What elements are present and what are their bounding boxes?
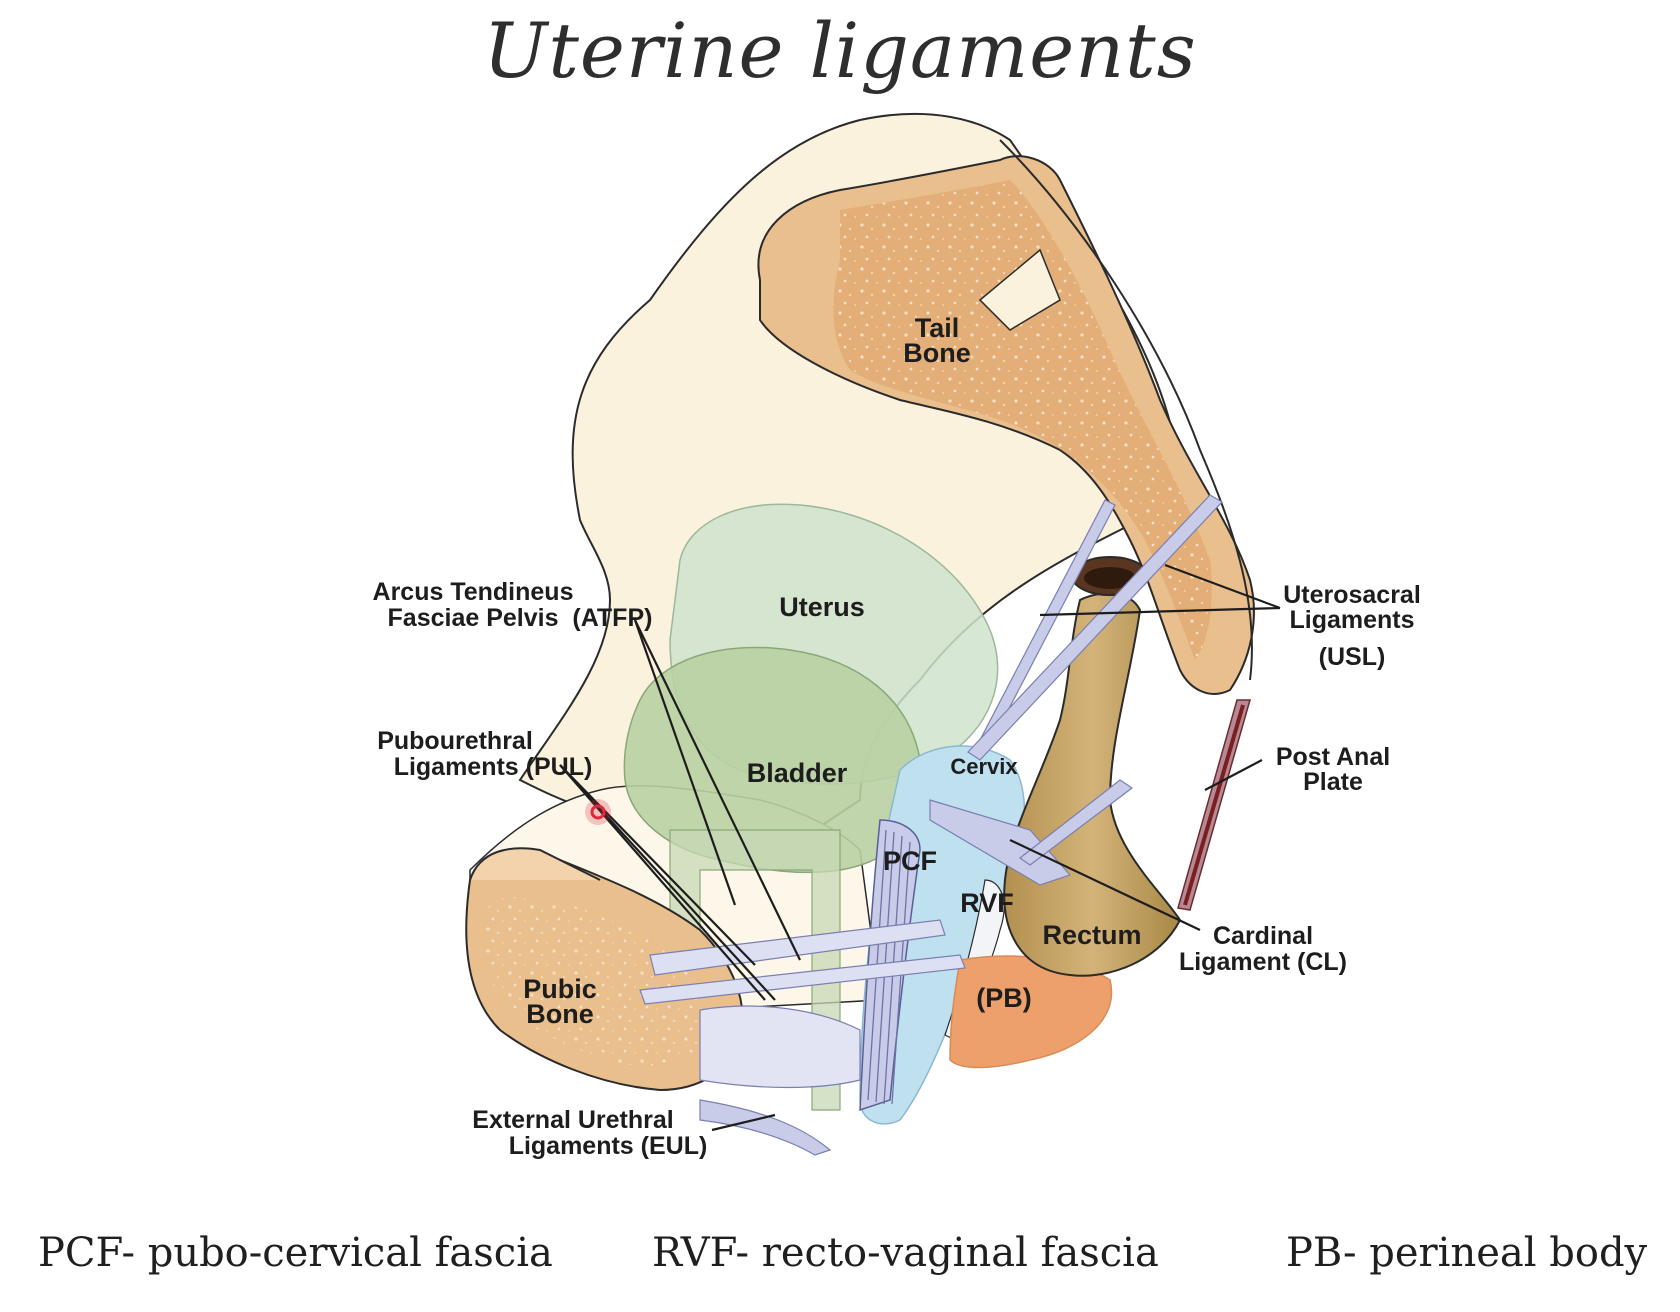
cursor-dot-halo xyxy=(585,799,611,825)
label-usl-line1: Uterosacral xyxy=(1283,581,1421,609)
leader-eul xyxy=(711,1113,776,1132)
rectal-ligament-band xyxy=(1018,779,1134,866)
leader-cl xyxy=(1009,839,1201,931)
pubourethral-ligament-band xyxy=(699,1005,861,1089)
label-pul-line1: Pubourethral xyxy=(377,727,533,755)
rectum-lumen-inner xyxy=(1084,567,1136,589)
label-rectum: Rectum xyxy=(1042,920,1141,950)
leader-pul-3 xyxy=(559,764,766,1001)
cardinal-ligament-band xyxy=(929,799,1072,886)
atfp-band xyxy=(649,919,946,976)
atfp-band-2 xyxy=(639,954,966,1005)
label-pcf: PCF xyxy=(883,846,937,876)
leader-atfp-1 xyxy=(633,619,737,906)
label-post-anal-line1: Post Anal xyxy=(1276,743,1390,771)
pubic-crest xyxy=(469,847,601,881)
label-pul-line2: Ligaments (PUL) xyxy=(394,753,593,781)
label-eul-line1: External Urethral xyxy=(472,1106,673,1134)
label-tail-bone-line2: Bone xyxy=(903,338,971,368)
leader-pul-2 xyxy=(559,764,776,1001)
pubic-bone-speckle xyxy=(485,897,711,1067)
tail-bone-notch xyxy=(978,248,1061,331)
post-anal-plate-dark xyxy=(1183,704,1245,906)
label-cervix: Cervix xyxy=(950,754,1018,779)
leader-pul-1 xyxy=(559,764,756,966)
leader-usl-2 xyxy=(1164,563,1281,610)
label-uterus: Uterus xyxy=(779,592,865,622)
leader-lines xyxy=(559,563,1281,1132)
label-rvf: RVF xyxy=(960,888,1014,918)
legend-rvf: RVF- recto-vaginal fascia xyxy=(652,1230,1159,1276)
bladder-shape xyxy=(623,646,923,874)
legend-pcf: PCF- pubo-cervical fascia xyxy=(38,1230,553,1276)
label-atfp-line1: Arcus Tendineus xyxy=(373,578,574,606)
label-cl-line1: Cardinal xyxy=(1213,922,1313,950)
cursor-dot xyxy=(590,804,606,820)
label-post-anal-line2: Plate xyxy=(1303,768,1363,796)
label-pubic-bone-line2: Bone xyxy=(526,999,594,1029)
leader-atfp-2 xyxy=(634,619,801,961)
label-usl-line3: (USL) xyxy=(1319,643,1386,671)
label-cl-line2: Ligament (CL) xyxy=(1179,948,1347,976)
legend-pb: PB- perineal body xyxy=(1286,1230,1648,1276)
label-tail-bone-line1: Tail xyxy=(915,313,960,343)
label-atfp-line2: Fasciae Pelvis (ATFP) xyxy=(388,604,653,632)
label-pubic-bone-line1: Pubic xyxy=(523,974,597,1004)
slide-title: Uterine ligaments xyxy=(483,6,1197,95)
label-pb: (PB) xyxy=(976,983,1032,1013)
tail-bone-speckle xyxy=(833,180,1212,660)
label-bladder: Bladder xyxy=(747,758,848,788)
leader-usl-1 xyxy=(1039,606,1281,617)
leader-post-anal xyxy=(1204,759,1263,791)
uterosacral-ligament-lower xyxy=(967,494,1223,761)
label-usl-line2: Ligaments xyxy=(1289,606,1414,634)
label-eul-line2: Ligaments (EUL) xyxy=(509,1132,708,1160)
